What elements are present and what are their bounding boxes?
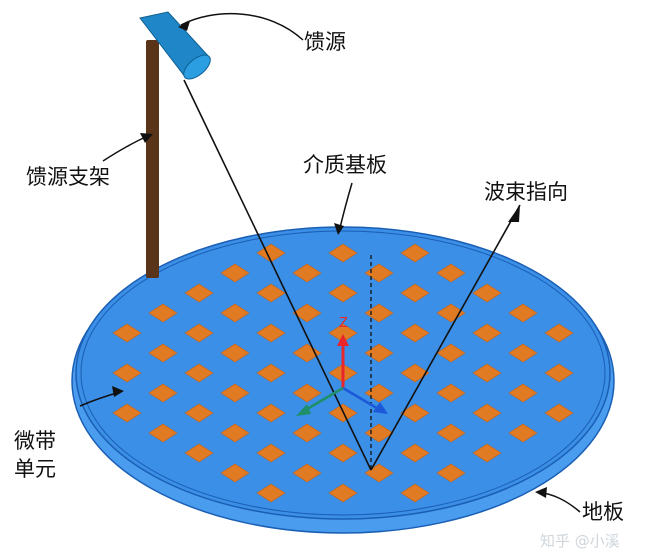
microstrip-patch: [148, 423, 178, 443]
xyz-axis-triad-icon: Z: [296, 316, 388, 416]
microstrip-patch: [292, 383, 322, 403]
callout-substrate: [338, 182, 353, 233]
microstrip-patch: [400, 443, 430, 463]
microstrip-patch: [364, 263, 394, 283]
label-beam-direction: 波束指向: [484, 180, 568, 204]
microstrip-patch: [364, 383, 394, 403]
microstrip-patch: [148, 303, 178, 323]
microstrip-patch: [112, 403, 142, 423]
incident-ray: [183, 79, 372, 471]
substrate-rim: [80, 230, 606, 516]
feed-support-pole: [146, 40, 159, 278]
microstrip-patch: [544, 363, 574, 383]
microstrip-patch: [508, 343, 538, 363]
reflected-beam-ray: [370, 204, 521, 471]
microstrip-patch: [148, 343, 178, 363]
microstrip-patch: [256, 403, 286, 423]
microstrip-patch: [220, 463, 250, 483]
microstrip-patch: [184, 323, 214, 343]
callout-feed: [180, 12, 304, 41]
label-ground-plane: 地板: [582, 500, 624, 524]
microstrip-patch: [436, 423, 466, 443]
microstrip-patch: [472, 323, 502, 343]
microstrip-patch: [328, 483, 358, 503]
microstrip-patch: [436, 383, 466, 403]
microstrip-patch: [436, 343, 466, 363]
microstrip-patch: [544, 323, 574, 343]
microstrip-patch: [292, 303, 322, 323]
microstrip-patch: [256, 483, 286, 503]
microstrip-patch: [184, 403, 214, 423]
microstrip-patch: [256, 283, 286, 303]
microstrip-patch: [508, 383, 538, 403]
microstrip-patch: [508, 303, 538, 323]
microstrip-patch-array: [112, 243, 574, 503]
label-feed-support: 馈源支架: [26, 165, 110, 189]
microstrip-patch: [292, 343, 322, 363]
microstrip-patch: [472, 403, 502, 423]
microstrip-patch: [472, 443, 502, 463]
microstrip-patch: [364, 343, 394, 363]
label-feed: 馈源: [304, 30, 346, 54]
microstrip-patch: [364, 423, 394, 443]
microstrip-patch: [256, 443, 286, 463]
microstrip-patch: [220, 423, 250, 443]
microstrip-patch: [220, 343, 250, 363]
microstrip-patch: [256, 363, 286, 383]
microstrip-patch: [400, 483, 430, 503]
label-microstrip-unit: 微带: [14, 429, 56, 453]
microstrip-patch: [400, 323, 430, 343]
microstrip-patch: [328, 443, 358, 463]
microstrip-patch: [220, 263, 250, 283]
microstrip-patch: [400, 283, 430, 303]
microstrip-patch: [292, 263, 322, 283]
microstrip-patch: [436, 463, 466, 483]
microstrip-patch: [472, 363, 502, 383]
microstrip-patch: [328, 283, 358, 303]
watermark-text: 知乎 @小溪: [540, 532, 620, 550]
microstrip-patch: [400, 243, 430, 263]
microstrip-patch: [364, 303, 394, 323]
microstrip-patch: [292, 423, 322, 443]
label-microstrip-unit-line2: 单元: [14, 457, 56, 481]
microstrip-patch: [544, 403, 574, 423]
microstrip-patch: [328, 243, 358, 263]
microstrip-patch: [112, 363, 142, 383]
microstrip-patch: [508, 423, 538, 443]
beam-arrowhead-icon: [508, 205, 520, 222]
microstrip-patch: [256, 323, 286, 343]
microstrip-patch: [184, 363, 214, 383]
microstrip-patch: [184, 443, 214, 463]
microstrip-patch: [436, 263, 466, 283]
microstrip-patch: [184, 283, 214, 303]
microstrip-patch: [220, 303, 250, 323]
microstrip-patch: [400, 363, 430, 383]
microstrip-patch: [220, 383, 250, 403]
microstrip-patch: [472, 283, 502, 303]
label-substrate: 介质基板: [303, 153, 387, 177]
microstrip-patch: [112, 323, 142, 343]
axis-z-label: Z: [339, 316, 348, 331]
microstrip-patch: [400, 403, 430, 423]
feed-horn-icon: [139, 11, 211, 80]
microstrip-patch: [292, 463, 322, 483]
microstrip-patch: [148, 383, 178, 403]
